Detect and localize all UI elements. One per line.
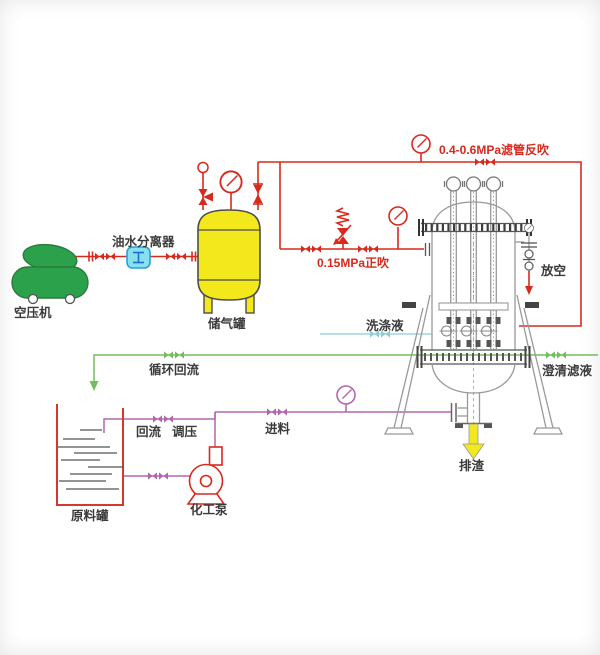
reflux-label: 回流 [136, 424, 162, 439]
backflush-label: 0.4-0.6MPa滤管反吹 [439, 142, 550, 157]
vent-arrow-icon [525, 286, 533, 295]
chemical-pump [186, 446, 226, 505]
raw-material-tank [56, 404, 124, 506]
backflush-pressure-gauge-icon [411, 134, 431, 154]
vessel-legs [383, 294, 564, 435]
labels: 空压机 油水分离器 储气罐 0.4-0.6MPa滤管反吹 0.15MPa正吹 放… [14, 142, 593, 523]
washing-line [320, 330, 432, 338]
air-lines [76, 134, 582, 327]
feed-nozzle-flange [450, 403, 468, 422]
chemical-pump-label: 化工泵 [190, 502, 228, 517]
pressure-regulate-label: 调压 [172, 425, 198, 439]
gas-storage-tank [197, 161, 261, 314]
washing-liquid-label: 洗涤液 [366, 318, 404, 333]
gas-storage-tank-label: 储气罐 [207, 316, 246, 331]
oil-water-separator-label: 油水分离器 [112, 234, 175, 249]
vent-label: 放空 [540, 263, 566, 278]
reflux-arrow-icon [89, 381, 99, 391]
tube-cap-icon [485, 176, 502, 192]
forward-blow-pressure-gauge-icon [388, 206, 408, 226]
forward-blow-label: 0.15MPa正吹 [317, 255, 390, 270]
air-compressor-label: 空压机 [14, 305, 52, 320]
tube-cap-icon [445, 176, 462, 192]
clarified-filtrate-label: 澄清滤液 [542, 363, 593, 378]
pressure-relief-regulator-icon [333, 207, 352, 249]
wheel-icon [64, 293, 76, 305]
tube-cap-icon [465, 176, 482, 192]
filter-tubes [439, 176, 504, 349]
filter-vessel [383, 176, 564, 460]
feed-pressure-gauge-icon [336, 385, 356, 405]
circulation-reflux-label: 循环回流 [149, 362, 200, 377]
inlet-nozzle-flange [424, 243, 431, 256]
slag-discharge-arrow-icon [462, 423, 485, 460]
vent-gauge-icon [524, 223, 534, 233]
separator-symbol-icon [133, 251, 144, 264]
vent-assembly [515, 223, 537, 295]
oil-water-separator [126, 246, 151, 269]
riser-valve-icon [253, 183, 263, 205]
tank-pressure-gauge-icon [219, 170, 243, 194]
safety-valve-icon [197, 161, 213, 210]
air-compressor [11, 243, 89, 305]
raw-material-tank-label: 原料罐 [71, 508, 109, 523]
bottom-manifold-flange [416, 346, 531, 368]
tube-support-plate [438, 302, 509, 311]
liquid-level-marks [58, 429, 123, 490]
feed-line [103, 385, 451, 480]
wheel-icon [27, 293, 39, 305]
feed-label: 进料 [265, 421, 291, 436]
slag-discharge-label: 排渣 [459, 458, 485, 473]
